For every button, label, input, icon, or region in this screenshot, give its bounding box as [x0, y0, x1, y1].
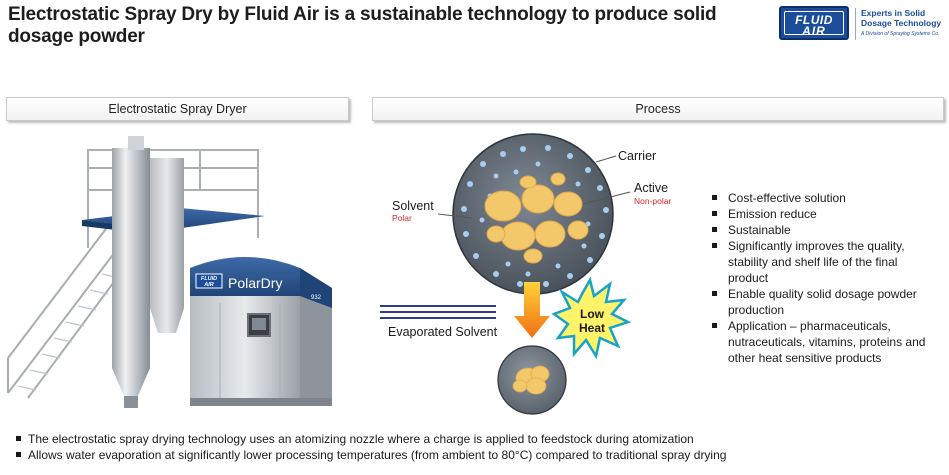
- staircase: [7, 212, 129, 399]
- benefit-item: Application – pharmaceuticals, nutraceut…: [710, 318, 940, 366]
- active-label: Active: [634, 181, 668, 195]
- notes-list: The electrostatic spray drying technolog…: [16, 431, 946, 463]
- low-heat-line-1: Low: [580, 307, 605, 321]
- active-sublabel: Non-polar: [634, 196, 671, 206]
- benefit-item: Enable quality solid dosage powder produ…: [710, 286, 940, 318]
- solvent-sublabel: Polar: [392, 213, 412, 223]
- fluid-air-badge: FLUID AIR: [779, 6, 849, 40]
- low-heat-burst: [551, 276, 632, 360]
- solvent-label: Solvent: [392, 199, 434, 213]
- logo-line-1: FLUID: [795, 13, 833, 27]
- note-item: Allows water evaporation at significantl…: [16, 447, 946, 463]
- evaporation-lines: [380, 305, 496, 319]
- spray-dryer-machine-image: FLUID AIR PolarDry 932: [7, 136, 332, 408]
- logo-line-2: AIR: [802, 24, 826, 38]
- machine-badge-line-2: AIR: [203, 282, 214, 288]
- droplet-large: [452, 133, 614, 295]
- logo-tagline-3: A Division of Spraying Systems Co.: [861, 31, 940, 37]
- logo-tagline-2: Dosage Technology: [861, 18, 942, 28]
- benefit-item: Significantly improves the quality, stab…: [710, 238, 940, 286]
- active-particles: [484, 172, 589, 264]
- logo-tagline-1: Experts in Solid: [861, 8, 926, 18]
- benefit-item: Emission reduce: [710, 206, 940, 222]
- low-heat-line-2: Heat: [579, 321, 605, 335]
- machine-model-text: 932: [311, 295, 322, 301]
- logo-divider: [855, 8, 856, 40]
- process-diagram: Carrier Active Non-polar Solvent Polar E…: [380, 133, 671, 415]
- page-title: Electrostatic Spray Dry by Fluid Air is …: [8, 4, 717, 47]
- carrier-label: Carrier: [618, 149, 656, 163]
- section-header-dryer: Electrostatic Spray Dryer: [6, 97, 349, 121]
- benefit-item: Cost-effective solution: [710, 190, 940, 206]
- note-item: The electrostatic spray drying technolog…: [16, 431, 946, 447]
- section-header-process: Process: [372, 97, 944, 121]
- machine-brand-text: PolarDry: [228, 275, 282, 291]
- machine-badge-line-1: FLUID: [201, 276, 217, 282]
- benefit-item: Sustainable: [710, 222, 940, 238]
- evaporated-solvent-label: Evaporated Solvent: [388, 325, 498, 339]
- benefits-list: Cost-effective solution Emission reduce …: [710, 190, 940, 366]
- dried-particle: [512, 365, 550, 395]
- fluid-air-logo: FLUID AIR Experts in Solid Dosage Techno…: [779, 6, 945, 42]
- process-arrow: [514, 282, 550, 338]
